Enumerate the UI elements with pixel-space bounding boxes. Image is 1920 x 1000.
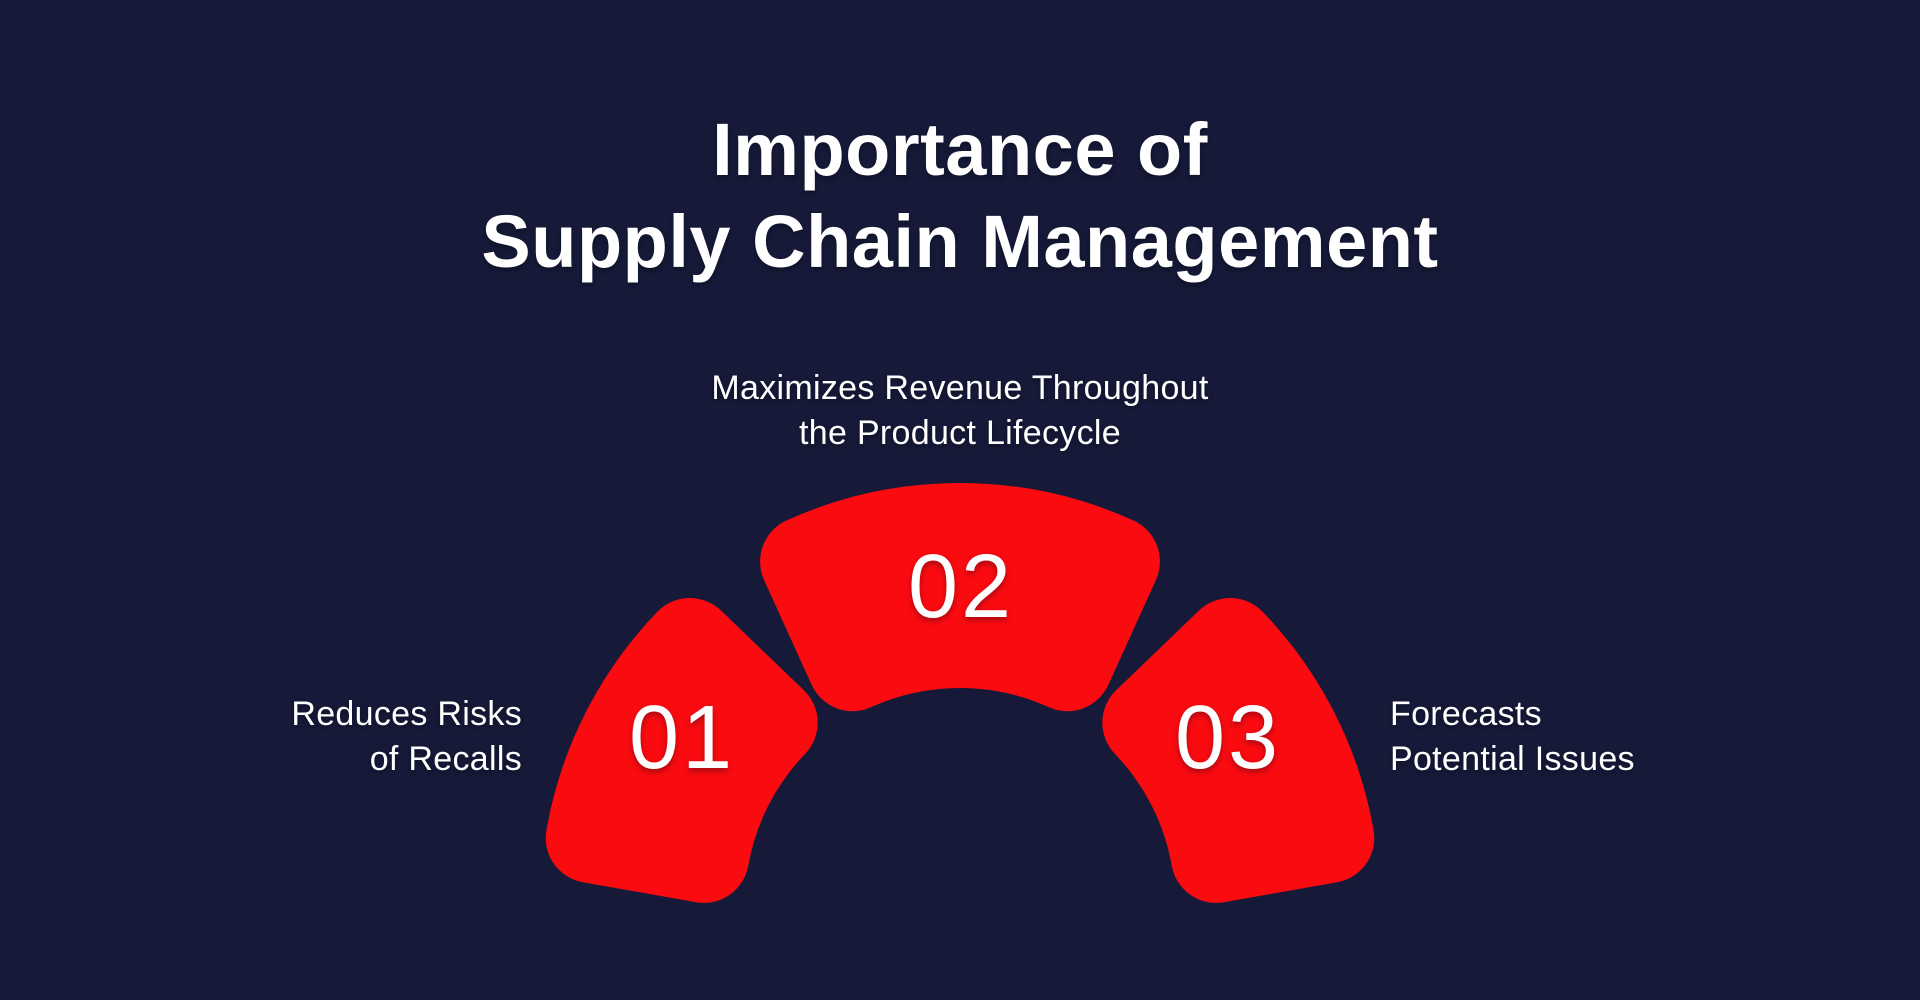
- segment-03-number: 03: [1175, 688, 1281, 788]
- arch-diagram: 01 02 03: [545, 483, 1375, 903]
- segment-01-number: 01: [629, 688, 735, 788]
- segment-02-number: 02: [908, 537, 1014, 637]
- page-title: Importance of Supply Chain Management: [0, 104, 1920, 288]
- segment-01-shape: [545, 598, 818, 903]
- segment-03-shape: [1102, 598, 1375, 903]
- segment-03-label: Forecasts Potential Issues: [1390, 695, 1635, 778]
- segment-02-shape: [760, 483, 1160, 712]
- segment-02-label: Maximizes Revenue Throughout the Product…: [711, 369, 1209, 452]
- title-line-2: Supply Chain Management: [481, 200, 1439, 283]
- title-line-1: Importance of: [712, 108, 1208, 191]
- segment-01-label: Reduces Risks of Recalls: [291, 695, 522, 778]
